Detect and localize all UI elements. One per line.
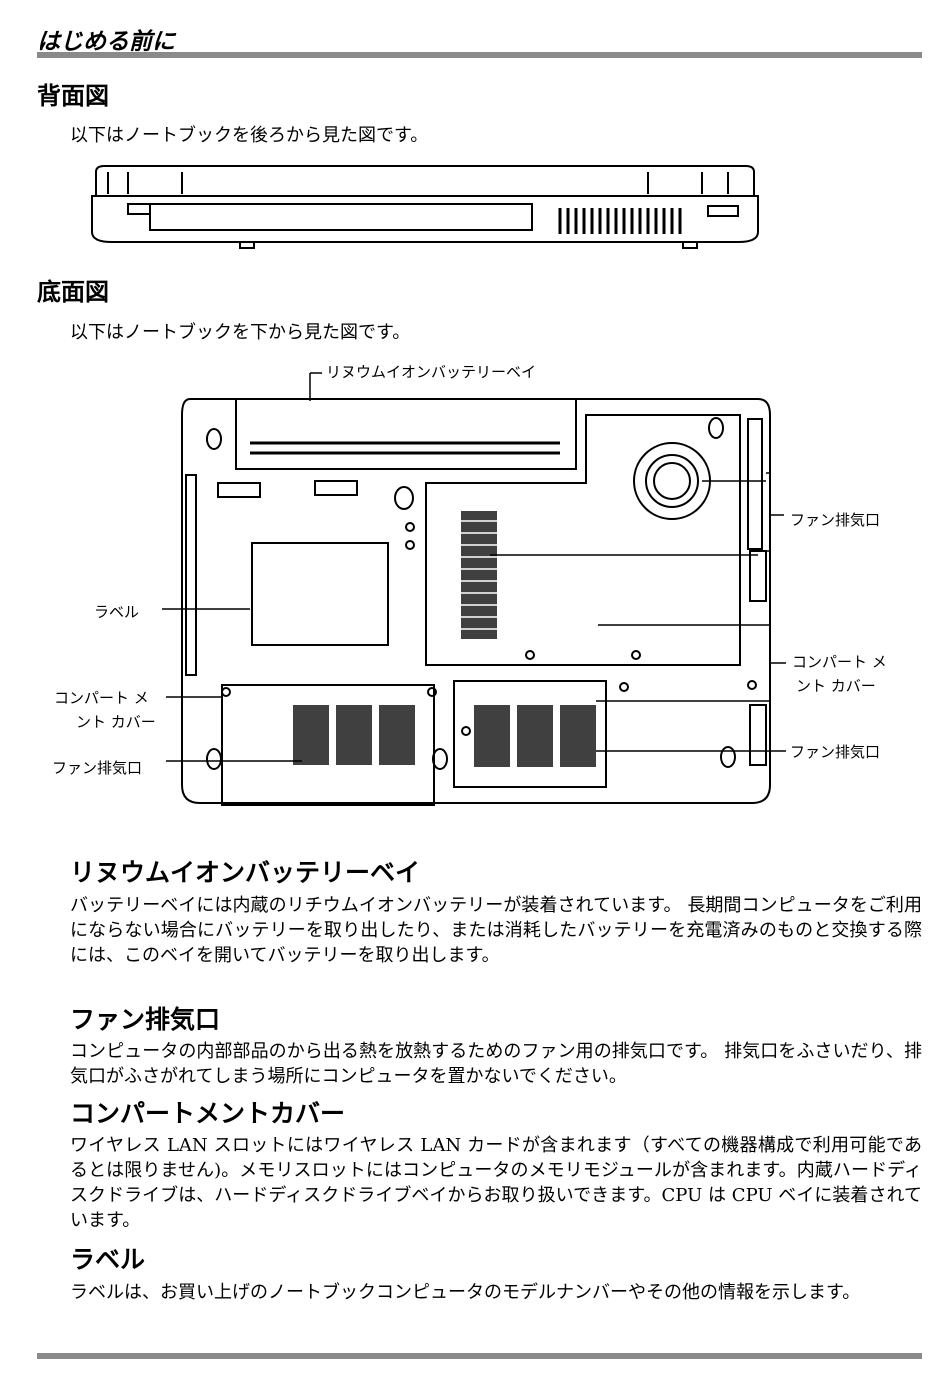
bottom-view-heading: 底面図 xyxy=(37,278,109,306)
section-battery-bay-title: リヌウムイオンバッテリーベイ xyxy=(70,858,421,887)
bottom-view-illustration: リヌウムイオンバッテリーベイ ファン排気口 コンパート メ ント カバー ラベル… xyxy=(52,363,887,806)
rear-view-intro: 以下はノートブックを後ろから見た図です。 xyxy=(70,125,429,146)
rear-vent-grille xyxy=(558,208,682,234)
callout-fan-vent-left: ファン排気口 xyxy=(52,759,142,777)
section-fan-vent-body: コンピュータの内部部品のから出る熱を放熱するためのファン用の排気口です。 排気口… xyxy=(70,1041,922,1087)
rear-view-heading: 背面図 xyxy=(37,82,109,110)
section-battery-bay-body: バッテリーベイには内蔵のリチウムイオンバッテリーが装着されています。 長期間コン… xyxy=(70,895,922,966)
callout-cover-right-1: コンパート メ xyxy=(792,653,887,671)
callout-fan-vent-lower: ファン排気口 xyxy=(790,743,880,761)
label-area xyxy=(251,542,389,646)
running-header: はじめる前に xyxy=(37,29,175,55)
section-fan-vent-title: ファン排気口 xyxy=(70,1005,221,1034)
callout-label: ラベル xyxy=(94,603,139,621)
callout-fan-vent-upper: ファン排気口 xyxy=(790,511,880,529)
section-label-body: ラベルは、お買い上げのノートブックコンピュータのモデルナンバーやその他の情報を示… xyxy=(70,1282,861,1303)
bottom-view-intro: 以下はノートブックを下から見た図です。 xyxy=(70,322,411,343)
compartment-cover-left xyxy=(221,684,435,806)
cpu-cover xyxy=(425,414,741,666)
header-rule xyxy=(37,52,922,58)
callout-cover-left-1: コンパート メ xyxy=(54,689,149,707)
laptop-outline xyxy=(181,398,771,804)
footer-rule xyxy=(37,1353,922,1359)
section-compartment-cover-title: コンパートメントカバー xyxy=(70,1099,346,1128)
callout-battery-bay: リヌウムイオンバッテリーベイ xyxy=(326,363,536,381)
callout-cover-left-2: ント カバー xyxy=(76,713,156,731)
callout-lines xyxy=(162,372,786,762)
callout-cover-right-2: ント カバー xyxy=(796,677,876,695)
compartment-cover-right xyxy=(453,680,607,788)
rear-view-illustration xyxy=(91,165,759,249)
section-compartment-cover-body: ワイヤレス LAN スロットにはワイヤレス LAN カードが含まれます（すべての… xyxy=(70,1135,922,1231)
section-label-title: ラベル xyxy=(70,1245,146,1274)
battery-bay xyxy=(235,398,577,470)
